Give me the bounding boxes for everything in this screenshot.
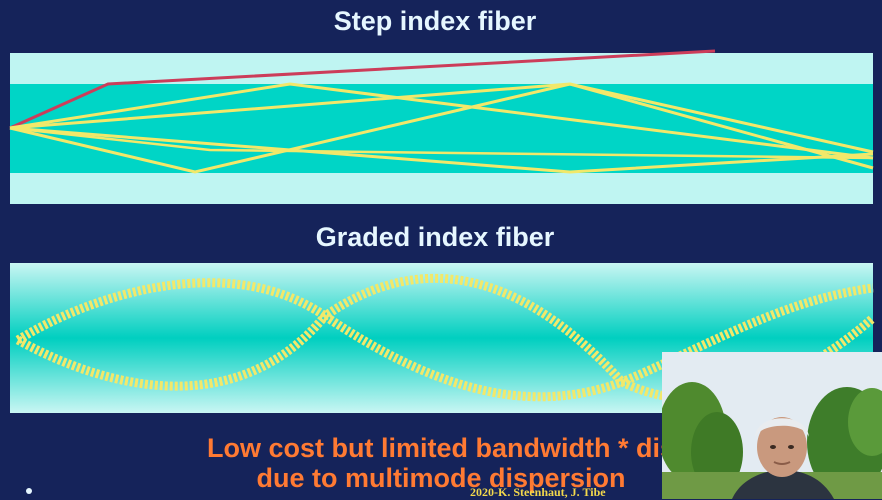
caption-line-2: due to multimode dispersion	[256, 463, 626, 493]
copyright-text: 2020-K. Steenhaut, J. Tibe	[470, 485, 606, 499]
webcam-overlay	[662, 352, 882, 499]
ray-4	[9, 126, 874, 174]
escaping-ray	[9, 49, 716, 130]
graded-index-title: Graded index fiber	[315, 222, 555, 252]
ray-5	[9, 126, 874, 160]
ray-3	[9, 82, 874, 174]
caption-line-1: Low cost but limited bandwidth * dis	[207, 433, 675, 463]
step-index-title: Step index fiber	[333, 6, 537, 36]
step-index-fiber-diagram	[9, 49, 874, 204]
ray-1	[9, 82, 874, 160]
graded-ray-1	[15, 278, 874, 402]
corner-dot	[26, 488, 32, 494]
webcam-image	[662, 352, 882, 499]
